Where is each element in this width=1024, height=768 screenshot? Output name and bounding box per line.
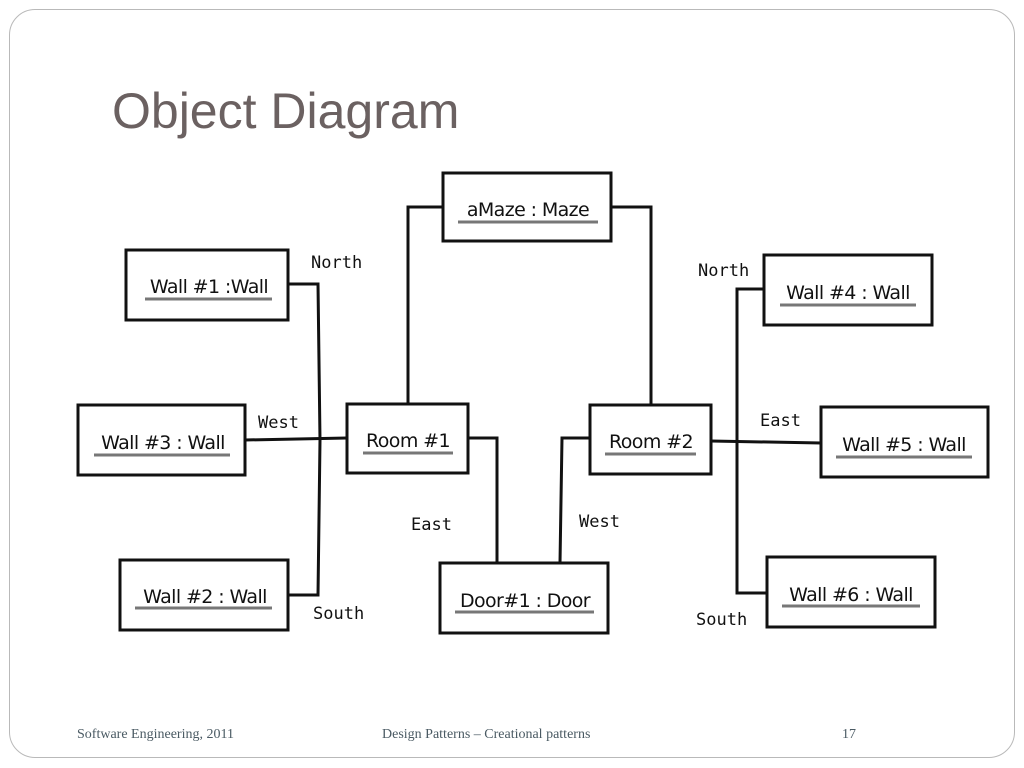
maze-object-box <box>441 171 613 243</box>
wall1-object-label: Wall #1 :Wall <box>150 276 268 298</box>
footer-course: Software Engineering, 2011 <box>77 727 234 742</box>
wall3-object-label: Wall #3 : Wall <box>101 432 225 454</box>
room1-object-box <box>345 402 470 475</box>
link-room1-wall3 <box>244 436 348 442</box>
role-label-west-room1: West <box>258 413 299 433</box>
wall5-object-box <box>819 405 990 479</box>
wall3-object-box <box>76 403 247 477</box>
role-label-east-door: East <box>411 515 452 535</box>
role-label-west-door: West <box>579 512 620 532</box>
maze-object-label: aMaze : Maze <box>467 199 589 221</box>
link-maze-room1 <box>406 205 443 404</box>
role-label-south-room1: South <box>313 604 364 624</box>
wall2-object-label: Wall #2 : Wall <box>143 586 267 608</box>
footer-topic: Design Patterns – Creational patterns <box>382 727 591 742</box>
door1-object-label: Door#1 : Door <box>460 590 591 612</box>
link-room1-wall2 <box>288 439 322 597</box>
wall6-object-label: Wall #6 : Wall <box>789 584 913 606</box>
link-room1-door <box>468 436 499 563</box>
room2-object-box <box>588 403 713 476</box>
link-room2-wall4 <box>735 287 764 441</box>
wall1-object-box <box>124 248 290 322</box>
link-room1-wall1 <box>288 282 322 441</box>
link-room2-door <box>558 436 590 564</box>
room1-object-label: Room #1 <box>366 430 450 452</box>
wall2-object-box <box>118 558 290 632</box>
role-label-east-room2: East <box>760 411 801 431</box>
role-label-north-room1: North <box>311 253 362 273</box>
link-maze-room2 <box>611 205 653 405</box>
wall6-object-box <box>765 555 937 629</box>
slide-title: Object Diagram <box>112 83 460 139</box>
wall4-object-box <box>762 253 934 327</box>
wall5-object-label: Wall #5 : Wall <box>842 434 966 456</box>
link-room2-wall5 <box>710 439 822 445</box>
room2-object-label: Room #2 <box>609 431 693 453</box>
link-room2-wall6 <box>735 441 767 595</box>
door1-object-box <box>438 561 610 635</box>
role-label-north-room2: North <box>698 261 749 281</box>
page-number: 17 <box>842 727 856 742</box>
role-label-south-room2: South <box>696 610 747 630</box>
wall4-object-label: Wall #4 : Wall <box>786 282 910 304</box>
